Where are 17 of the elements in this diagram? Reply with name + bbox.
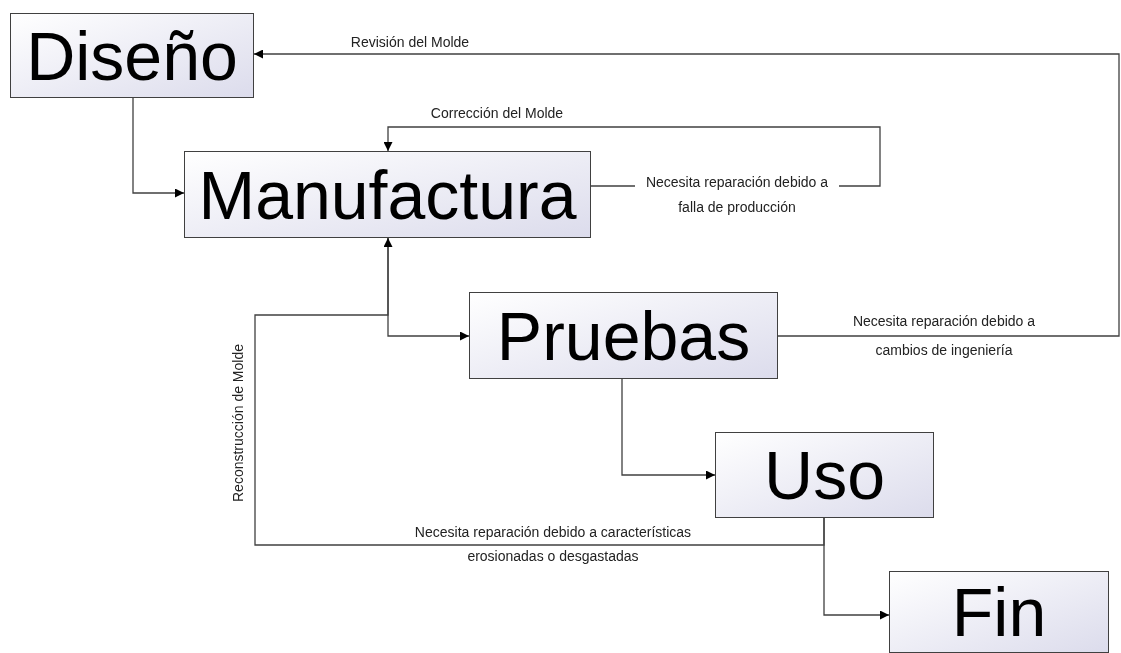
process-box	[715, 432, 934, 518]
arrow	[253, 49, 1120, 337]
process-box	[10, 13, 254, 98]
box-title: Pruebas	[496, 301, 751, 370]
arrow	[823, 517, 890, 620]
arrow	[621, 378, 716, 480]
box-title: Diseño	[26, 21, 238, 90]
box-title: Uso	[764, 441, 885, 509]
box-title: Manufactura	[198, 160, 577, 229]
condition-note: Necesita reparación debido a características erosionadas o desgastadas	[413, 523, 693, 566]
process-box	[469, 292, 778, 379]
process-box	[184, 151, 591, 238]
arrow	[254, 237, 825, 546]
box-title: Fin	[951, 578, 1047, 646]
condition-note: Necesita reparación debido a cambios de ingeniería	[851, 312, 1037, 360]
process-box	[889, 571, 1109, 653]
arrow	[132, 97, 185, 198]
